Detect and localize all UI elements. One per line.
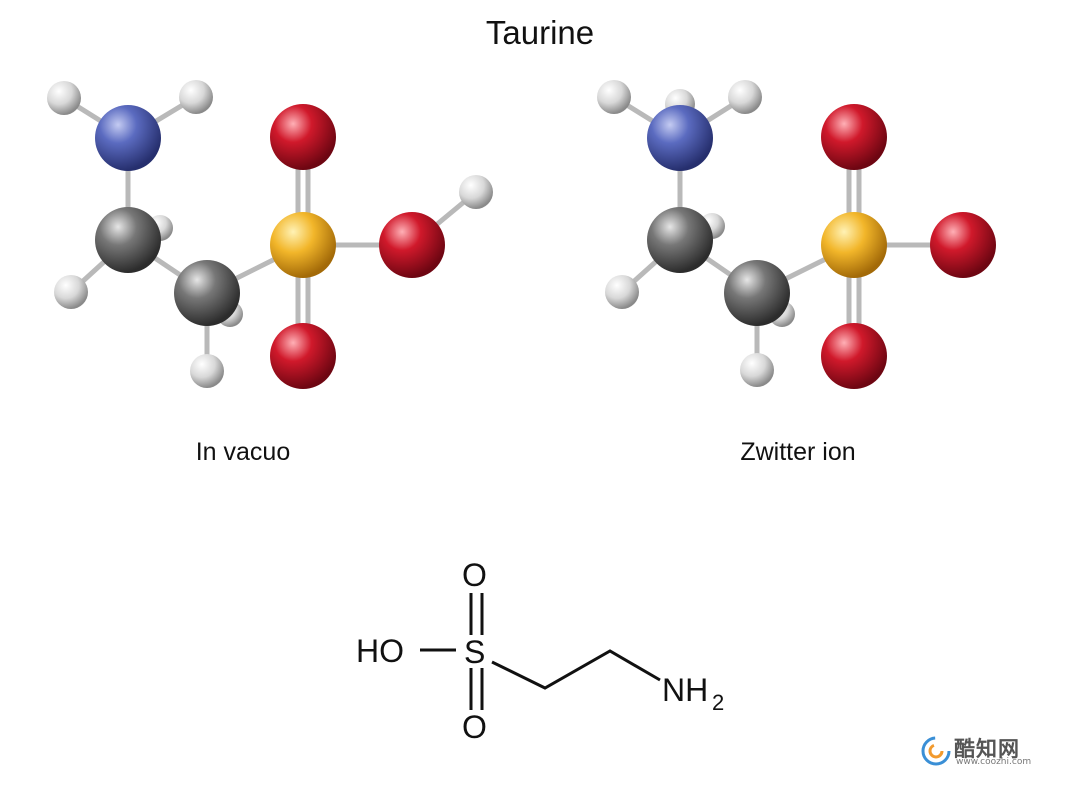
carbon-atom <box>647 207 713 273</box>
oxygen-atom <box>270 104 336 170</box>
oxygen-atom <box>821 323 887 389</box>
watermark-name: 酷知网 <box>954 737 1020 761</box>
structural-formula <box>420 593 661 710</box>
hydrogen-atom <box>190 354 224 388</box>
nitrogen-atom <box>647 105 713 171</box>
carbon-atom <box>174 260 240 326</box>
watermark-url: www.coozhi.com <box>956 757 1032 767</box>
carbon-atom <box>95 207 161 273</box>
oxygen-atom <box>821 104 887 170</box>
hydrogen-atom <box>728 80 762 114</box>
hydroxyl-label: HO <box>356 633 404 669</box>
hydrogen-atom <box>179 80 213 114</box>
oxygen-bottom-label: O <box>462 709 487 745</box>
sulfur-atom <box>821 212 887 278</box>
hydrogen-atom <box>47 81 81 115</box>
nitrogen-atom <box>95 105 161 171</box>
carbon-atom <box>724 260 790 326</box>
oxygen-top-label: O <box>462 557 487 593</box>
hydrogen-atom <box>740 353 774 387</box>
sulfur-atom <box>270 212 336 278</box>
oxygen-atom <box>379 212 445 278</box>
hydrogen-atom <box>459 175 493 209</box>
model-zwitter-ion <box>597 80 996 389</box>
amine-label: NH <box>662 672 708 708</box>
amine-subscript: 2 <box>712 690 724 715</box>
caption-in-vacuo: In vacuo <box>195 438 291 466</box>
hydrogen-atom <box>605 275 639 309</box>
model-in-vacuo <box>47 80 493 389</box>
sulfur-label: S <box>464 634 485 670</box>
oxygen-atom <box>270 323 336 389</box>
diagram-title: Taurine <box>485 14 595 51</box>
caption-zwitter-ion: Zwitter ion <box>740 438 856 466</box>
oxygen-atom <box>930 212 996 278</box>
hydrogen-atom <box>597 80 631 114</box>
coozhi-logo-icon <box>921 736 951 766</box>
hydrogen-atom <box>54 275 88 309</box>
watermark: 酷知网 www.coozhi.com <box>920 733 1040 769</box>
